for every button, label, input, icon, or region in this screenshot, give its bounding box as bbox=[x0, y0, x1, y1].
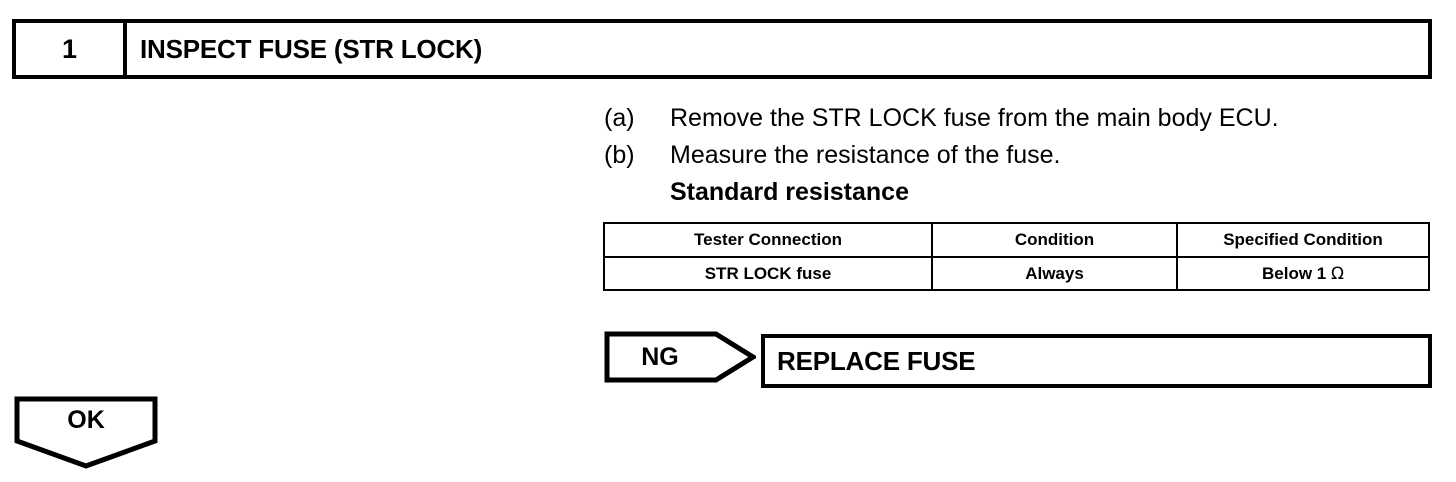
table-header-condition: Condition bbox=[931, 222, 1178, 258]
table-header-row: Tester Connection Condition Specified Co… bbox=[603, 222, 1430, 258]
procedure-step-b-marker: (b) bbox=[604, 141, 635, 169]
procedure-step-a: (a) Remove the STR LOCK fuse from the ma… bbox=[604, 100, 1434, 137]
ok-label: OK bbox=[67, 405, 105, 434]
table-header-specified-condition: Specified Condition bbox=[1176, 222, 1430, 258]
cell-condition: Always bbox=[931, 256, 1178, 291]
step-title: INSPECT FUSE (STR LOCK) bbox=[140, 33, 483, 64]
standard-resistance-heading: Standard resistance bbox=[670, 178, 909, 206]
ng-arrow-tag bbox=[604, 331, 756, 383]
procedure-step-b-text: Measure the resistance of the fuse. bbox=[670, 141, 1061, 169]
procedure-step-a-marker: (a) bbox=[604, 104, 635, 132]
ok-arrow-tag bbox=[14, 396, 158, 469]
procedure-step-a-text: Remove the STR LOCK fuse from the main b… bbox=[670, 104, 1279, 132]
cell-tester-connection: STR LOCK fuse bbox=[603, 256, 933, 291]
step-number: 1 bbox=[16, 23, 127, 75]
table-header-tester-connection: Tester Connection bbox=[603, 222, 933, 258]
cell-specified-condition-value: Below 1 bbox=[1262, 263, 1327, 283]
replace-fuse-action-box: REPLACE FUSE bbox=[761, 334, 1432, 388]
step-header-bar: 1 INSPECT FUSE (STR LOCK) bbox=[12, 19, 1432, 79]
procedure-list: (a) Remove the STR LOCK fuse from the ma… bbox=[604, 100, 1434, 210]
procedure-step-b: (b) Measure the resistance of the fuse. bbox=[604, 137, 1434, 174]
ohm-unit-symbol: Ω bbox=[1330, 263, 1344, 284]
ng-label: NG bbox=[641, 342, 679, 371]
table-row: STR LOCK fuse Always Below 1 Ω bbox=[603, 256, 1430, 291]
ng-branch: NG REPLACE FUSE bbox=[604, 331, 1432, 389]
cell-specified-condition: Below 1 Ω bbox=[1176, 256, 1430, 291]
standard-resistance-table: Tester Connection Condition Specified Co… bbox=[603, 222, 1430, 291]
